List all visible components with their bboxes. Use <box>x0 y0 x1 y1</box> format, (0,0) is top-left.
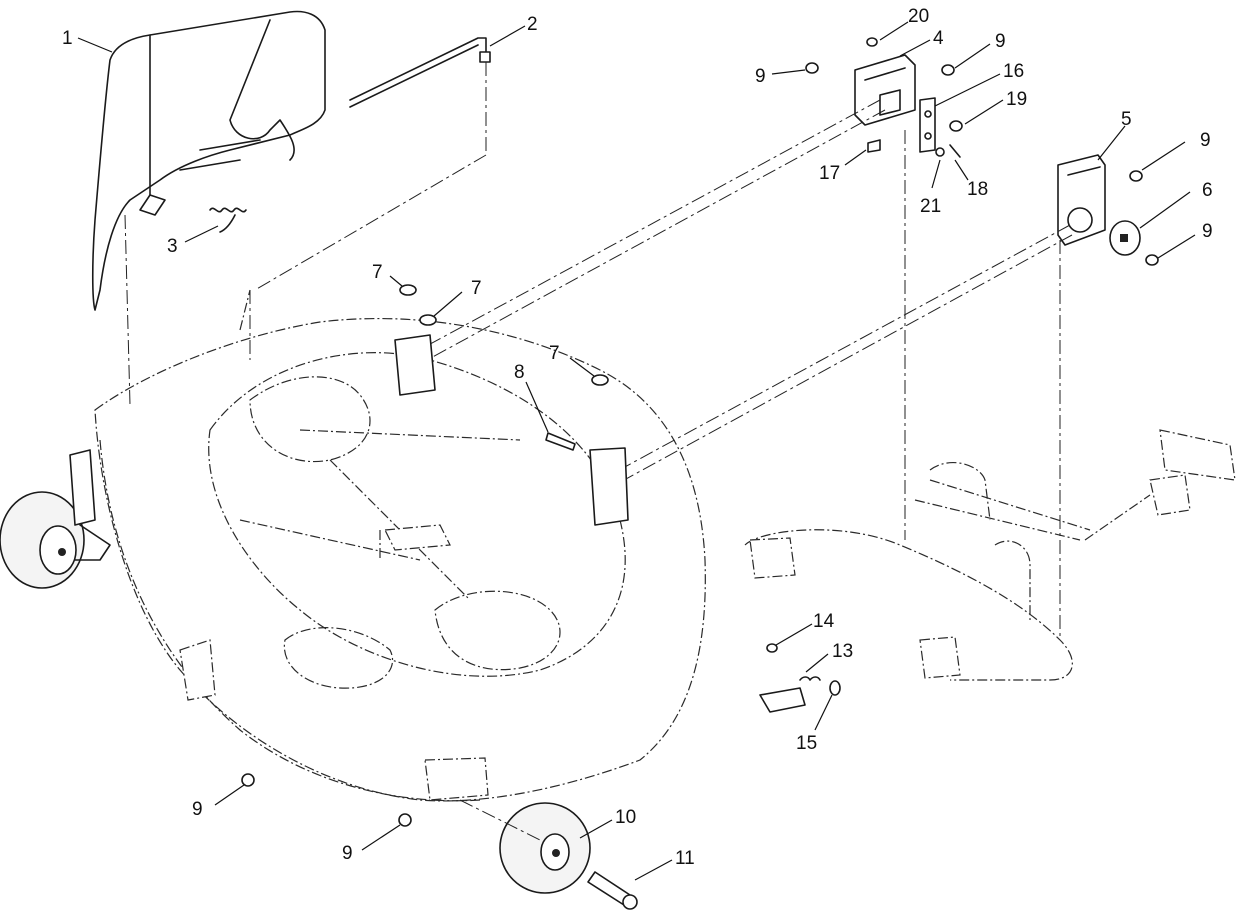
callout-1: 1 <box>62 28 73 49</box>
callout-21: 21 <box>920 196 941 217</box>
callout-14: 14 <box>813 611 835 632</box>
callout-9-f: 9 <box>342 843 353 864</box>
rear-wheel <box>459 799 638 910</box>
lift-bracket-right <box>1057 154 1141 256</box>
callout-9-d: 9 <box>1202 221 1213 242</box>
callout-10: 10 <box>615 807 636 828</box>
callout-20: 20 <box>908 6 929 27</box>
torsion-spring <box>209 207 247 233</box>
callout-9-a: 9 <box>755 66 766 87</box>
callout-5: 5 <box>1121 109 1132 130</box>
callout-18: 18 <box>967 179 988 200</box>
callout-7-c: 7 <box>549 343 560 364</box>
hinge-rod <box>249 37 491 360</box>
callout-9-e: 9 <box>192 799 203 820</box>
callout-labels: 1 2 3 20 4 9 9 16 19 17 21 18 5 9 6 9 7 … <box>62 6 1213 869</box>
link-rods-phantom <box>124 99 1073 640</box>
hardware-items <box>241 37 1159 827</box>
lift-bracket-left <box>854 54 936 153</box>
lift-frame-assembly <box>744 429 1236 681</box>
callout-3: 3 <box>167 236 178 257</box>
discharge-deflector <box>91 10 326 311</box>
left-front-caster-wheel <box>0 449 111 589</box>
callout-11: 11 <box>675 848 695 869</box>
callout-9-b: 9 <box>995 31 1006 52</box>
callout-19: 19 <box>1006 89 1027 110</box>
callout-7-a: 7 <box>372 262 383 283</box>
callout-6: 6 <box>1202 180 1213 201</box>
callout-4: 4 <box>933 28 944 49</box>
callout-leaders <box>77 21 1196 881</box>
callout-2: 2 <box>527 14 538 35</box>
callout-17: 17 <box>819 163 840 184</box>
callout-13: 13 <box>832 641 853 662</box>
callout-16: 16 <box>1003 61 1024 82</box>
deck-mount-plates <box>394 334 841 713</box>
callout-8: 8 <box>514 362 525 383</box>
callout-15: 15 <box>796 733 817 754</box>
callout-7-b: 7 <box>471 278 482 299</box>
callout-9-c: 9 <box>1200 130 1211 151</box>
